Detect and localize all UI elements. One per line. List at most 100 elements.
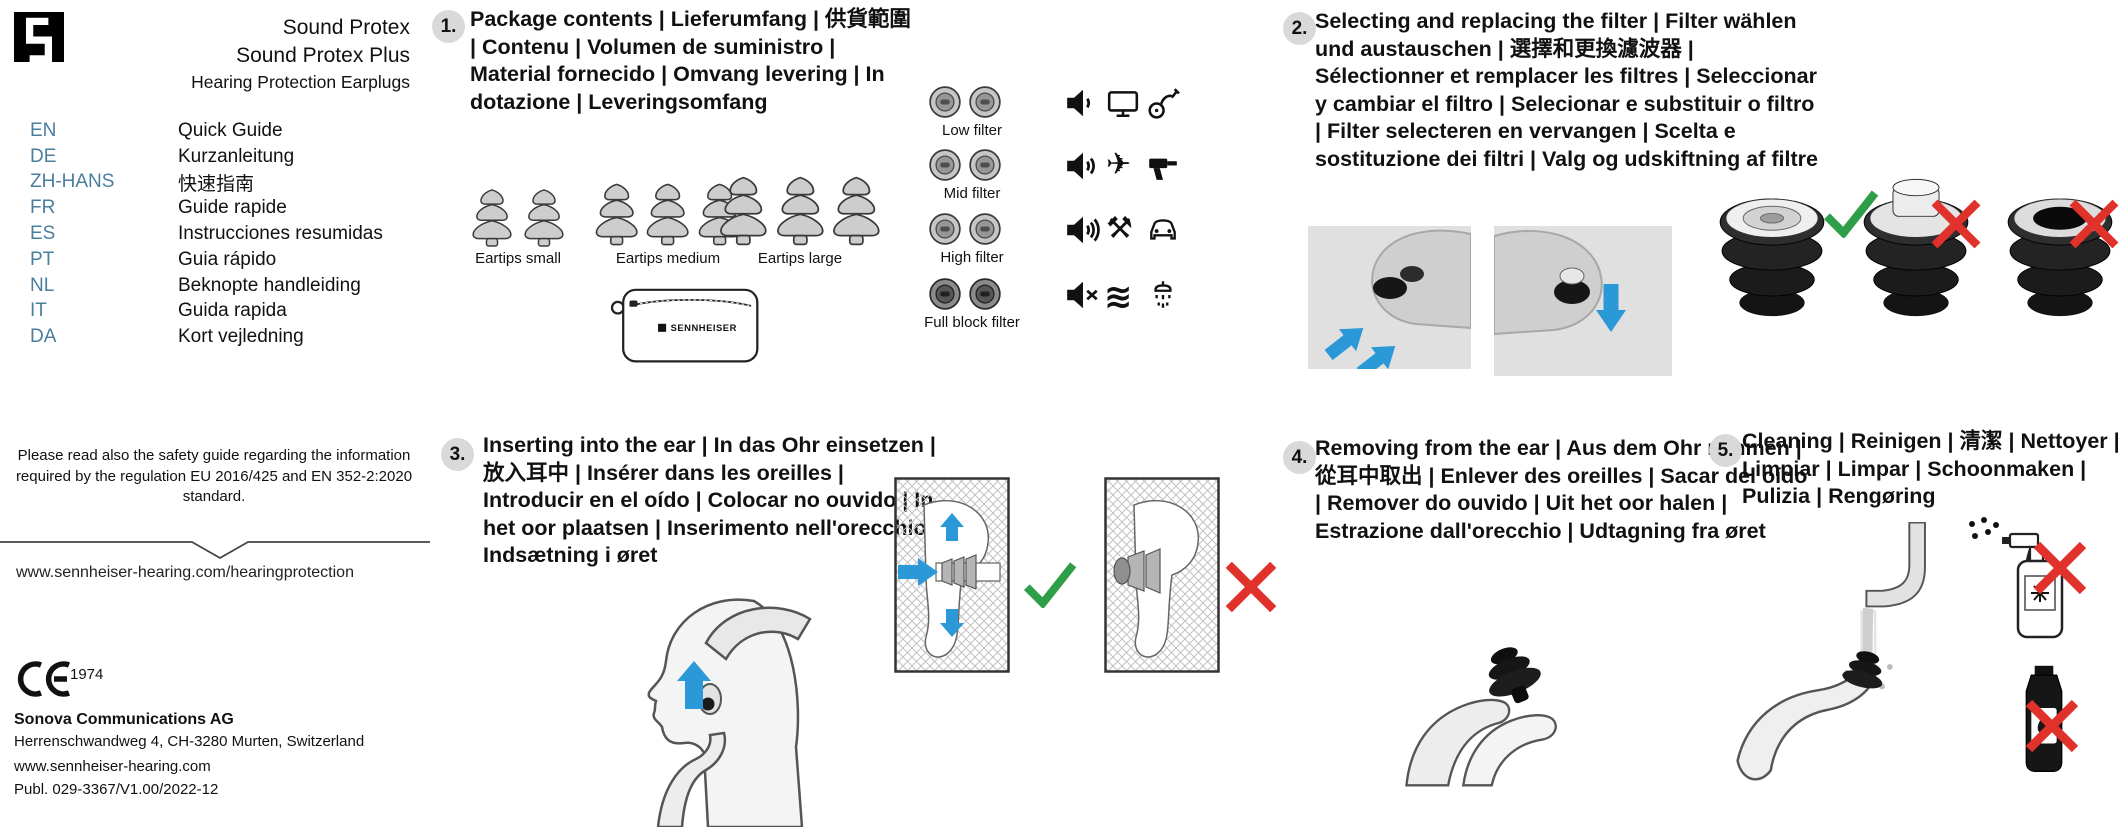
filter-cap-icon bbox=[928, 212, 962, 246]
blue-down-arrow-icon bbox=[940, 609, 964, 637]
language-name: Guide rapide bbox=[178, 197, 287, 219]
tv-icon bbox=[1106, 86, 1140, 120]
filter-cap-icon bbox=[968, 148, 1002, 182]
cross-icon bbox=[2030, 538, 2090, 598]
cross-icon bbox=[1222, 558, 1280, 616]
volume-mid-icon bbox=[1064, 149, 1102, 183]
high-filter-label: High filter bbox=[940, 249, 1004, 266]
ear-diagram-wrong bbox=[1104, 477, 1220, 673]
step-3-title: Inserting into the ear | In das Ohr eins… bbox=[483, 433, 939, 568]
step-3-number: 3. bbox=[441, 438, 474, 471]
eartips-medium-label: Eartips medium bbox=[615, 250, 721, 267]
low-filter-label: Low filter bbox=[941, 122, 1003, 139]
step-1-title: Package contents | Lieferumfang | 供貨範圍 |… bbox=[470, 7, 911, 114]
product-name-2: Sound Protex Plus bbox=[236, 44, 410, 67]
language-name: Kurzanleitung bbox=[178, 145, 295, 167]
pouch-brand-text: SENNHEISER bbox=[671, 323, 737, 333]
language-code: DA bbox=[30, 326, 57, 348]
insertion-person-illustration bbox=[558, 587, 838, 827]
language-name: Kort vejledning bbox=[178, 326, 304, 348]
language-name: Beknopte handleiding bbox=[178, 274, 361, 296]
water-waves-icon: ≋ bbox=[1104, 278, 1133, 316]
hearing-protection-url: www.sennheiser-hearing.com/hearingprotec… bbox=[16, 564, 354, 581]
eartips-small-label: Eartips small bbox=[475, 250, 561, 267]
language-row: EN Quick Guide bbox=[30, 118, 420, 144]
eartip-icon bbox=[773, 172, 828, 249]
product-name-1: Sound Protex bbox=[282, 16, 410, 39]
blue-up-arrow-icon bbox=[677, 661, 711, 709]
publication-number: Publ. 029-3367/V1.00/2022-12 bbox=[14, 781, 219, 798]
language-code: PT bbox=[30, 248, 55, 270]
cross-icon bbox=[2022, 696, 2082, 756]
language-code: ES bbox=[30, 223, 56, 245]
language-row: DE Kurzanleitung bbox=[30, 144, 420, 170]
blue-arrow-icon bbox=[1324, 327, 1364, 361]
cross-icon bbox=[1928, 196, 1984, 252]
step-1-number: 1. bbox=[432, 10, 465, 43]
eartip-icon bbox=[592, 180, 641, 248]
step-2-number: 2. bbox=[1283, 12, 1316, 45]
mid-filter-label: Mid filter bbox=[943, 185, 1001, 202]
filter-insertion-photo bbox=[1494, 226, 1672, 376]
filter-cap-icon bbox=[928, 277, 962, 311]
product-subtitle: Hearing Protection Earplugs bbox=[191, 72, 410, 92]
eartip-icon bbox=[716, 172, 771, 249]
cross-icon bbox=[2066, 196, 2122, 252]
blue-up-arrow-icon bbox=[940, 513, 964, 541]
language-row: ES Instrucciones resumidas bbox=[30, 221, 420, 247]
removal-fingers-illustration bbox=[1397, 613, 1577, 787]
check-icon bbox=[1022, 560, 1078, 608]
ce-number: 1974 bbox=[70, 666, 104, 683]
step-2-title: Selecting and replacing the filter | Fil… bbox=[1315, 9, 1818, 171]
masthead: Sound Protex Sound Protex Plus Hearing P… bbox=[60, 14, 410, 94]
company-name: Sonova Communications AG bbox=[14, 711, 234, 728]
volume-mute-icon bbox=[1064, 278, 1102, 312]
earplug-correct-illustration bbox=[1712, 176, 1832, 320]
spray-mist-dots bbox=[1969, 517, 1999, 539]
language-row: IT Guida rapida bbox=[30, 299, 420, 325]
traffic-icon bbox=[1146, 213, 1180, 247]
filter-cap-icon bbox=[928, 85, 962, 119]
rinse-under-water-illustration bbox=[1720, 522, 1964, 786]
full-block-filter-caps bbox=[928, 277, 1002, 311]
language-row: ZH-HANS 快速指南 bbox=[30, 170, 420, 196]
carry-pouch-illustration: SENNHEISER bbox=[608, 274, 760, 370]
eartips-small-illustration bbox=[462, 188, 574, 247]
eartips-large-label: Eartips large bbox=[757, 250, 843, 267]
language-name: 快速指南 bbox=[178, 174, 255, 195]
language-name: Guida rapida bbox=[178, 300, 287, 322]
high-filter-caps bbox=[928, 212, 1002, 246]
language-list: EN Quick Guide DE Kurzanleitung ZH-HANS … bbox=[30, 118, 420, 350]
shower-icon bbox=[1146, 278, 1180, 312]
filter-cap-icon bbox=[968, 212, 1002, 246]
language-row: FR Guide rapide bbox=[30, 195, 420, 221]
ce-mark-icon bbox=[12, 658, 76, 700]
vacuum-cleaner-icon bbox=[1146, 86, 1180, 120]
fold-line bbox=[0, 541, 430, 560]
language-row: PT Guia rápido bbox=[30, 247, 420, 273]
ear-diagram-correct bbox=[894, 477, 1010, 673]
eartip-icon bbox=[829, 172, 884, 249]
filter-cap-icon bbox=[928, 148, 962, 182]
low-filter-caps bbox=[928, 85, 1002, 119]
drill-icon bbox=[1146, 149, 1180, 183]
language-name: Guia rápido bbox=[178, 248, 277, 270]
company-address: Herrenschwandweg 4, CH-3280 Murten, Swit… bbox=[14, 733, 365, 750]
company-website: www.sennheiser-hearing.com bbox=[14, 758, 211, 775]
language-name: Quick Guide bbox=[178, 119, 283, 141]
airplane-icon: ✈ bbox=[1106, 148, 1132, 181]
step-5-title: Cleaning | Reinigen | 清潔 | Nettoyer | Li… bbox=[1742, 429, 2120, 509]
step-4-number: 4. bbox=[1283, 441, 1316, 474]
mid-filter-caps bbox=[928, 148, 1002, 182]
language-code: FR bbox=[30, 197, 56, 219]
language-row: DA Kort vejledning bbox=[30, 324, 420, 350]
eartip-icon bbox=[469, 188, 515, 247]
language-row: NL Beknopte handleiding bbox=[30, 273, 420, 299]
volume-low-icon bbox=[1064, 86, 1102, 120]
eartip-icon bbox=[643, 180, 692, 248]
full-block-filter-label: Full block filter bbox=[924, 314, 1020, 331]
blue-arrow-icon bbox=[1356, 345, 1396, 369]
tools-icon: ⚒ bbox=[1106, 212, 1133, 245]
language-code: EN bbox=[30, 119, 57, 141]
language-code: NL bbox=[30, 274, 55, 296]
